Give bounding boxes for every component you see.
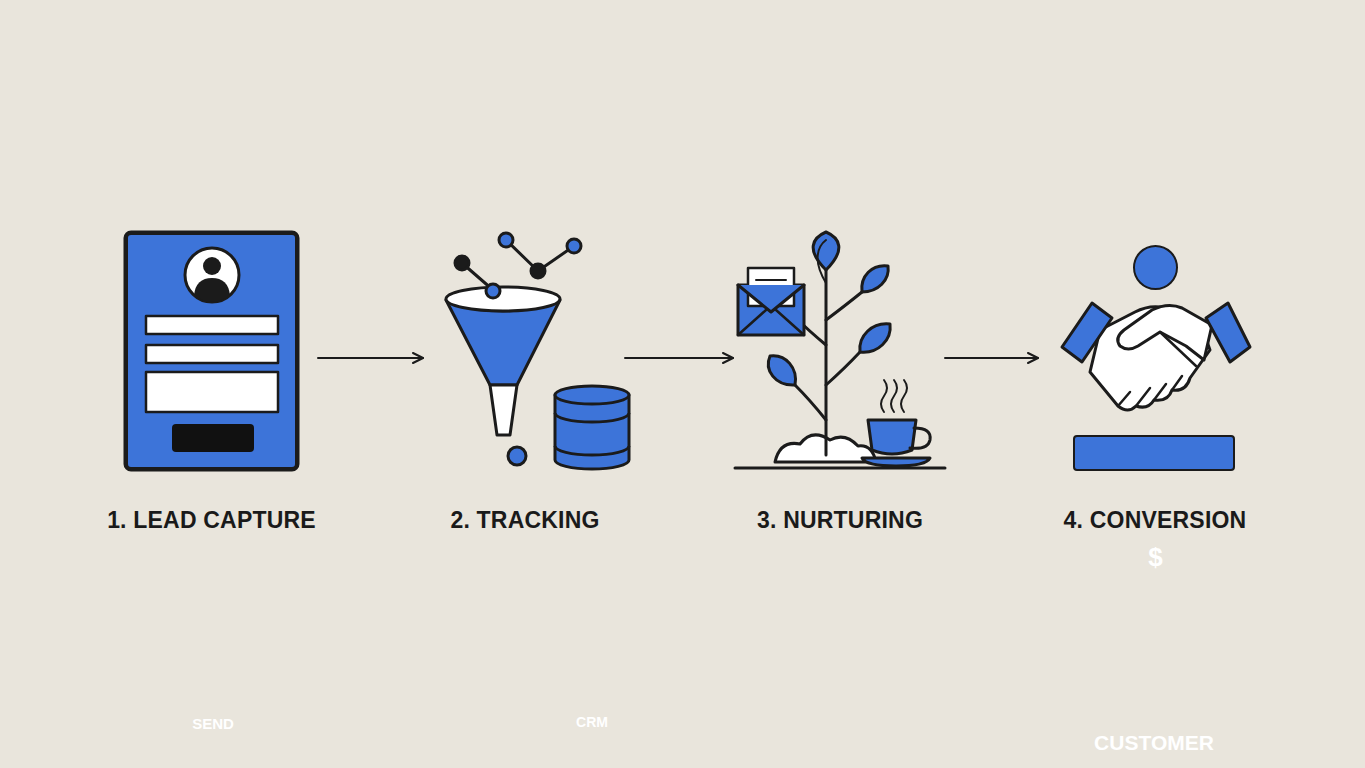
step-label: 4. CONVERSION	[1064, 507, 1247, 534]
funnel-stage: 2. TRACKINGCRM	[445, 230, 605, 470]
dollar-coin: $	[1133, 245, 1178, 290]
step-label: 2. TRACKING	[450, 507, 599, 534]
flow-arrow	[318, 357, 423, 359]
flow-arrow	[945, 357, 1038, 359]
database-icon	[555, 386, 629, 469]
send-button: SEND	[172, 424, 254, 452]
node-text: CRM	[576, 714, 608, 730]
node-text: SEND	[192, 715, 234, 732]
plant-icon	[735, 232, 945, 468]
handshake-stage: 4. CONVERSION$CUSTOMER	[1060, 230, 1250, 470]
step-label: 3. NURTURING	[757, 507, 923, 534]
step-label: 1. LEAD CAPTURE	[107, 507, 316, 534]
form-icon	[125, 232, 298, 470]
flow-arrow	[625, 357, 733, 359]
crm-database: CRM	[556, 421, 628, 443]
plant-stage: 3. NURTURING	[755, 230, 925, 470]
node-text: $	[1148, 542, 1162, 573]
handshake-icon	[1062, 303, 1250, 410]
form-card: 1. LEAD CAPTURESEND	[125, 232, 298, 470]
customer-badge: CUSTOMER	[1073, 435, 1235, 471]
node-text: CUSTOMER	[1094, 731, 1214, 755]
